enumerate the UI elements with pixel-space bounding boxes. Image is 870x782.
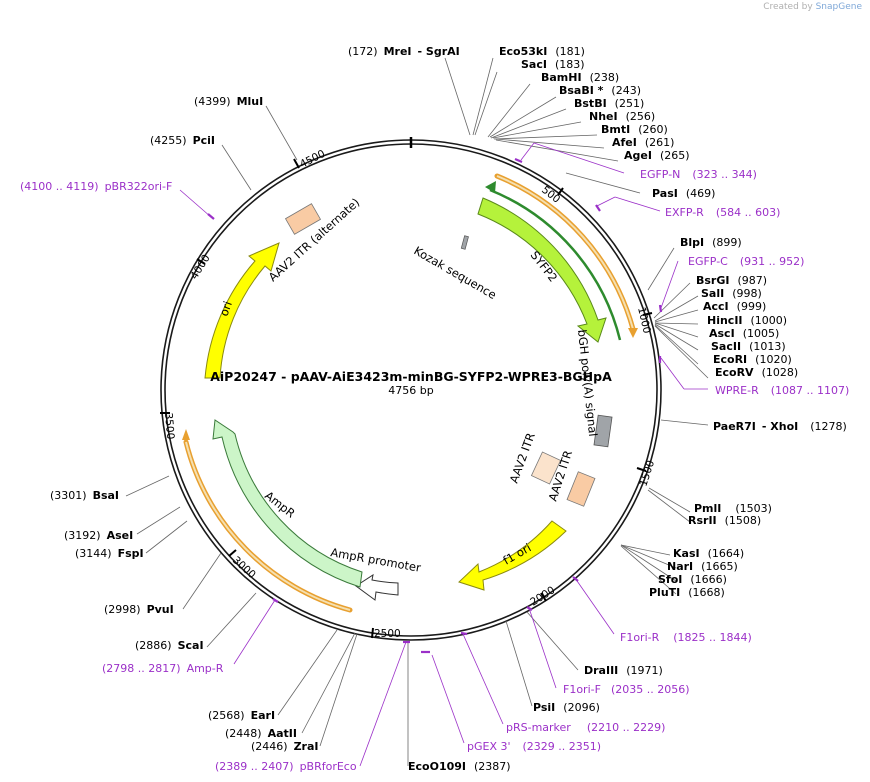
aav2-itr-label-1: AAV2 ITR — [507, 431, 538, 485]
plasmid-name: AiP20247 - pAAV-AiE3423m-minBG-SYFP2-WPR… — [210, 369, 612, 384]
primer-connectors — [179, 142, 708, 767]
site-bsrgi[interactable]: BsrGI(987) — [696, 274, 767, 287]
tick-label-1000: 1000 — [635, 306, 653, 335]
site-eco0109i[interactable]: EcoO109I(2387) — [408, 760, 511, 773]
primer-bar-green-head — [485, 181, 496, 193]
tick-label-3500: 3500 — [162, 412, 176, 440]
site-kasi[interactable]: KasI(1664) — [673, 547, 744, 560]
site-pluti[interactable]: PluTI(1668) — [649, 586, 725, 599]
site-fspi[interactable]: (3144)FspI — [75, 547, 144, 560]
tick-1500 — [636, 467, 647, 472]
tick-label-4500: 4500 — [298, 148, 327, 171]
primer-marks — [207, 157, 663, 654]
site-bstbi[interactable]: BstBI(251) — [574, 97, 644, 110]
site-psii[interactable]: PsiI(2096) — [533, 701, 600, 714]
primer-egfp-n[interactable]: EGFP-N(323 .. 344) — [640, 168, 757, 181]
site-asei[interactable]: (3192)AseI — [64, 529, 133, 542]
created-by-label: Created by — [763, 2, 813, 12]
site-ecori[interactable]: EcoRI(1020) — [713, 353, 792, 366]
tick-2500 — [371, 627, 374, 639]
site-acci[interactable]: AccI(999) — [703, 300, 766, 313]
site-asci[interactable]: AscI(1005) — [709, 327, 779, 340]
primer-f1ori-f[interactable]: F1ori-F(2035 .. 2056) — [563, 683, 690, 696]
site-eco53ki[interactable]: Eco53kI(181) — [499, 45, 585, 58]
primer-amp-r[interactable]: (2798 .. 2817)Amp-R — [102, 662, 224, 675]
ampr-arrow[interactable] — [212, 419, 363, 588]
primer-exfp-r[interactable]: EXFP-R(584 .. 603) — [665, 206, 780, 219]
plasmid-size: 4756 bp — [388, 384, 433, 397]
primer-bar-green — [489, 188, 622, 341]
site-sfoi[interactable]: SfoI(1666) — [658, 573, 727, 586]
primer-bar-orange-head — [628, 328, 638, 338]
aav2-itr-box-2 — [566, 471, 596, 507]
aav2-itr-box-1 — [530, 451, 562, 485]
primer-bar-top-right-inner — [496, 175, 634, 330]
tick-4500 — [293, 158, 300, 169]
site-draiii[interactable]: DraIII(1971) — [584, 664, 663, 677]
site-blpi[interactable]: BlpI(899) — [680, 236, 742, 249]
site-nhei[interactable]: NheI(256) — [589, 110, 655, 123]
site-bamhi[interactable]: BamHI(238) — [541, 71, 619, 84]
bgh-polya-box — [593, 414, 613, 448]
site-bsabi[interactable]: BsaBI *(243) — [559, 84, 641, 97]
site-zrai[interactable]: (2446)ZraI — [251, 740, 319, 753]
site-ecorv[interactable]: EcoRV(1028) — [715, 366, 798, 379]
site-pcii[interactable]: (4255)PciI — [150, 134, 215, 147]
site-paer7i[interactable]: PaeR7I- XhoI(1278) — [713, 420, 847, 433]
primer-pgex3[interactable]: pGEX 3'(2329 .. 2351) — [467, 740, 601, 753]
primer-pbrforeco[interactable]: (2389 .. 2407)pBRforEco — [215, 760, 357, 773]
primer-egfp-c[interactable]: EGFP-C(931 .. 952) — [688, 255, 804, 268]
tick-label-1500: 1500 — [637, 459, 657, 488]
created-by-snapgene: Created by SnapGene — [763, 2, 862, 12]
site-pmli[interactable]: PmlI(1503) — [694, 502, 772, 515]
primer-labels: EGFP-N(323 .. 344) EXFP-R(584 .. 603) EG… — [20, 168, 849, 773]
site-sacii[interactable]: SacII(1013) — [711, 340, 786, 353]
site-scai[interactable]: (2886)ScaI — [135, 639, 204, 652]
aav2-itr-alt-box — [284, 203, 322, 235]
tick-2000 — [540, 592, 547, 602]
site-bsai[interactable]: (3301)BsaI — [50, 489, 119, 502]
kozak-label: Kozak sequence — [412, 243, 499, 302]
tick-4000 — [196, 258, 206, 265]
tick-3000 — [228, 549, 237, 557]
ori-arrow[interactable] — [204, 242, 280, 379]
primer-f1ori-r[interactable]: F1ori-R(1825 .. 1844) — [620, 631, 752, 644]
f1-ori-arrow[interactable] — [458, 520, 567, 591]
site-afei[interactable]: AfeI(261) — [612, 136, 674, 149]
tick-label-4000: 4000 — [188, 253, 212, 282]
site-rsrii[interactable]: RsrII(1508) — [688, 514, 761, 527]
site-mrei[interactable]: (172)MreI- SgrAI — [348, 45, 460, 58]
syfp2-arrow[interactable] — [477, 197, 607, 343]
site-mlui[interactable]: (4399)MluI — [194, 95, 263, 108]
site-pvui[interactable]: (2998)PvuI — [104, 603, 174, 616]
primer-bar-left-head — [182, 429, 190, 440]
tick-label-2500: 2500 — [374, 628, 401, 640]
ampr-promoter-arrow[interactable] — [355, 573, 399, 601]
site-sali[interactable]: SalI(998) — [701, 287, 762, 300]
site-saci[interactable]: SacI(183) — [521, 58, 585, 71]
primer-prs-marker[interactable]: pRS-marker(2210 .. 2229) — [506, 721, 665, 734]
site-agei[interactable]: AgeI(265) — [624, 149, 690, 162]
site-connectors — [125, 57, 709, 766]
primer-pbr322ori-f[interactable]: (4100 .. 4119)pBR322ori-F — [20, 180, 172, 193]
primer-wpre-r[interactable]: WPRE-R(1087 .. 1107) — [715, 384, 849, 397]
site-nari[interactable]: NarI(1665) — [667, 560, 738, 573]
site-hincii[interactable]: HincII(1000) — [707, 314, 787, 327]
primer-bar-left-inner — [185, 441, 351, 611]
snapgene-logo-text: SnapGene — [815, 2, 862, 12]
site-bmti[interactable]: BmtI(260) — [601, 123, 668, 136]
site-eari[interactable]: (2568)EarI — [208, 709, 275, 722]
kozak-box — [460, 235, 469, 250]
tick-1000 — [642, 312, 653, 316]
site-labels: (172)MreI- SgrAI Eco53kI(181) SacI(183) … — [50, 45, 847, 773]
site-aatii[interactable]: (2448)AatII — [225, 727, 297, 740]
ori-label: ori — [217, 299, 235, 318]
tick-500 — [557, 187, 564, 196]
tick-label-2000: 2000 — [528, 584, 557, 608]
site-pasi[interactable]: PasI(469) — [652, 187, 715, 200]
